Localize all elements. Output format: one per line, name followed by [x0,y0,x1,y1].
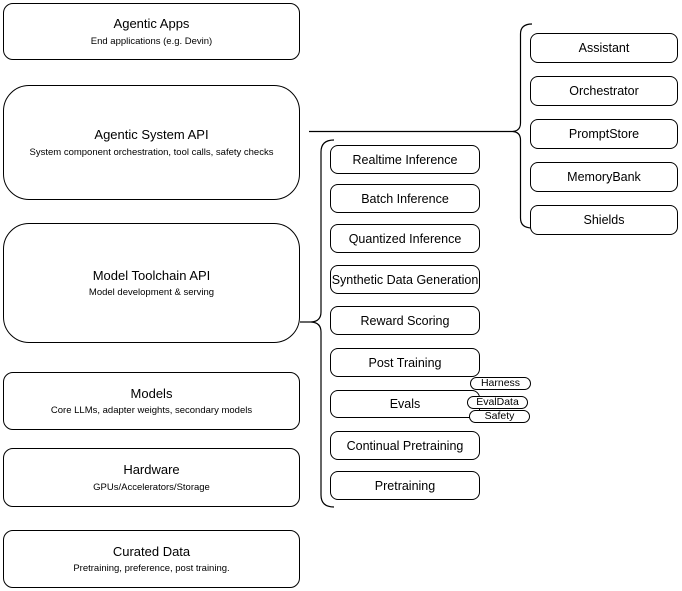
node-title: Models [130,385,173,401]
node-label: Orchestrator [569,84,639,98]
tag-label: Safety [484,410,515,423]
node-label: Quantized Inference [348,231,462,246]
node-model-toolchain-api: Model Toolchain API Model development & … [3,223,300,343]
node-reward-scoring: Reward Scoring [330,306,480,335]
node-post-training: Post Training [330,348,480,377]
node-synthetic-data-generation: Synthetic Data Generation [330,265,480,294]
node-title: Agentic Apps [113,16,190,31]
node-hardware: Hardware GPUs/Accelerators/Storage [3,448,300,507]
node-subtitle: Model development & serving [88,287,215,299]
node-subtitle: End applications (e.g. Devin) [90,35,213,47]
node-title: Model Toolchain API [92,267,211,283]
node-models: Models Core LLMs, adapter weights, secon… [3,372,300,430]
node-label: Pretraining [374,478,436,493]
tag-label: Harness [480,377,521,390]
node-label: Synthetic Data Generation [331,272,479,287]
node-label: Continual Pretraining [346,438,464,453]
node-title: Curated Data [112,543,191,559]
node-agentic-system-api: Agentic System API System component orch… [3,85,300,200]
node-agentic-apps: Agentic Apps End applications (e.g. Devi… [3,3,300,60]
node-label: Post Training [368,355,442,370]
node-shields: Shields [530,205,678,235]
node-realtime-inference: Realtime Inference [330,145,480,174]
node-label: Reward Scoring [360,313,450,328]
node-label: PromptStore [568,127,640,141]
node-subtitle: Core LLMs, adapter weights, secondary mo… [50,405,253,417]
node-title: Hardware [123,462,180,477]
tag-evaldata: EvalData [467,396,528,409]
system-components-brace [512,23,533,229]
tag-safety: Safety [469,410,530,423]
node-label: Shields [583,213,625,227]
node-subtitle: Pretraining, preference, post training. [73,563,230,575]
node-subtitle: System component orchestration, tool cal… [29,146,274,158]
node-batch-inference: Batch Inference [330,184,480,213]
node-label: MemoryBank [567,170,641,184]
node-title: Agentic System API [94,127,209,142]
node-label: Evals [389,397,421,411]
tag-label: EvalData [476,396,519,409]
node-memorybank: MemoryBank [530,162,678,192]
node-quantized-inference: Quantized Inference [330,224,480,253]
node-continual-pretraining: Continual Pretraining [330,431,480,460]
node-assistant: Assistant [530,33,678,63]
node-label: Assistant [578,41,630,55]
tag-harness: Harness [470,377,531,390]
node-subtitle: GPUs/Accelerators/Storage [93,481,210,493]
node-orchestrator: Orchestrator [530,76,678,106]
node-pretraining: Pretraining [330,471,480,500]
node-curated-data: Curated Data Pretraining, preference, po… [3,530,300,588]
node-evals: Evals [330,390,480,418]
node-label: Realtime Inference [352,152,458,167]
node-promptstore: PromptStore [530,119,678,149]
node-label: Batch Inference [361,191,449,206]
